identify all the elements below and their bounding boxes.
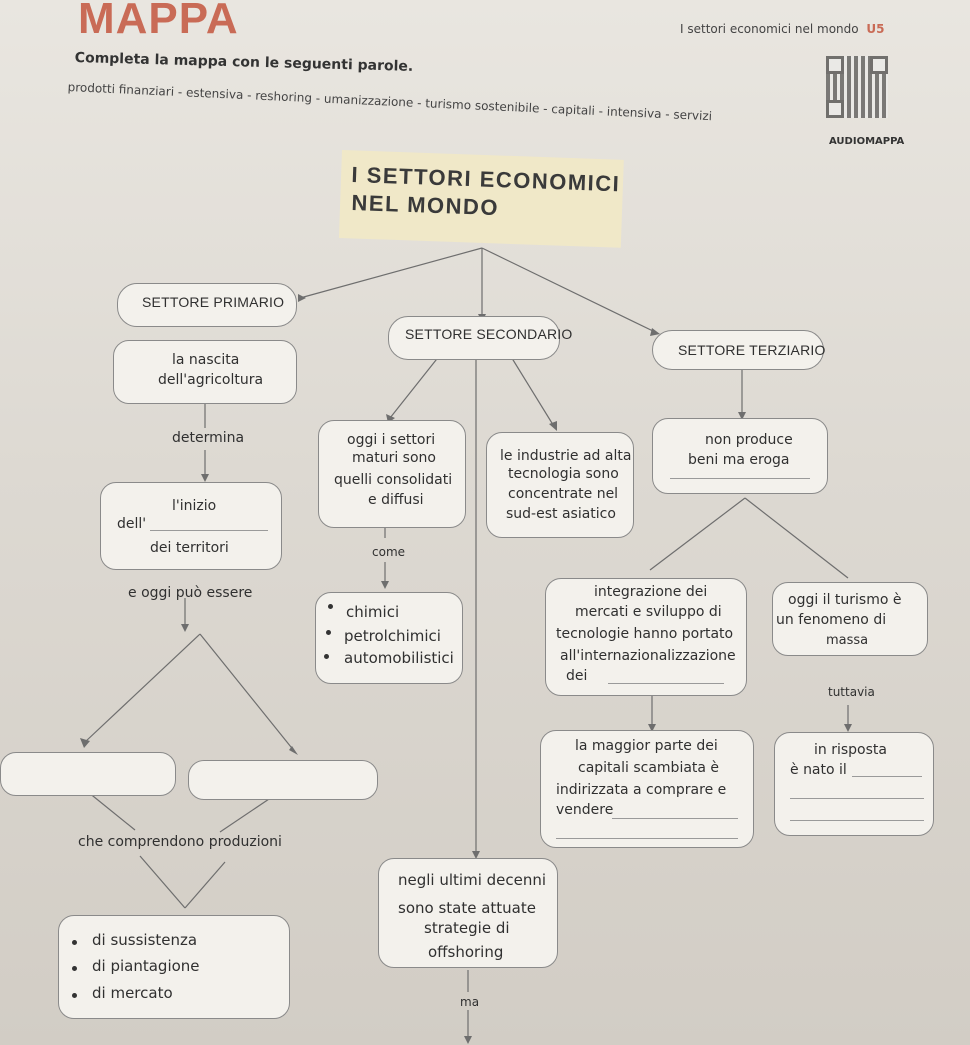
tertiary-header: SETTORE TERZIARIO xyxy=(678,342,826,358)
secondary-tech-line1: le industrie ad alta xyxy=(500,448,632,464)
section-label: I settori economici nel mondo U5 xyxy=(680,22,885,36)
production-sussistenza: di sussistenza xyxy=(92,931,198,949)
bullet-icon xyxy=(324,654,329,659)
industry-chimici: chimici xyxy=(346,603,400,621)
capitals-line4: vendere xyxy=(556,802,614,818)
primary-box-nascita-line1: la nascita xyxy=(172,352,240,368)
capitals-line1: la maggior parte dei xyxy=(575,738,718,754)
primary-box-inizio-line2: dell' xyxy=(117,516,147,532)
secondary-box-maturi xyxy=(318,420,466,528)
capitals-line2: capitali scambiata è xyxy=(578,760,720,776)
unit-badge: U5 xyxy=(866,22,885,36)
blank-tertiary-response-1[interactable] xyxy=(852,776,922,777)
secondary-box-decades xyxy=(378,858,558,968)
decades-line4: offshoring xyxy=(428,943,504,961)
primary-production-list xyxy=(58,915,290,1019)
integration-line4: all'internazionalizzazione xyxy=(560,648,736,664)
secondary-tech-line4: sud-est asiatico xyxy=(506,506,616,522)
mappa-logo: MAPPA xyxy=(78,0,239,43)
blank-tertiary-capitals-2[interactable] xyxy=(556,838,738,839)
tertiary-box-capitals xyxy=(540,730,754,848)
industry-petrolchimici: petrolchimici xyxy=(344,627,441,645)
primary-box-inizio-line1: l'inizio xyxy=(172,498,217,514)
industry-automobilistici: automobilistici xyxy=(344,649,454,667)
secondary-tech-line3: concentrate nel xyxy=(508,486,619,502)
primary-box-nascita xyxy=(113,340,297,404)
link-tuttavia: tuttavia xyxy=(828,685,875,699)
audiomappa-label: AUDIOMAPPA xyxy=(829,136,905,147)
bullet-icon xyxy=(72,993,77,998)
decades-line3: strategie di xyxy=(424,919,510,937)
blank-tertiary-integration[interactable] xyxy=(608,683,724,684)
section-title: I settori economici nel mondo xyxy=(680,22,859,36)
blank-primary-left[interactable] xyxy=(0,752,176,796)
integration-line5: dei xyxy=(566,668,588,684)
link-e-oggi: e oggi può essere xyxy=(128,585,253,601)
tertiary-box-tourism xyxy=(772,582,928,656)
blank-tertiary-capitals-1[interactable] xyxy=(612,818,738,819)
integration-line2: mercati e sviluppo di xyxy=(575,604,722,620)
map-title-line2: NEL MONDO xyxy=(351,190,500,221)
production-mercato: di mercato xyxy=(92,984,173,1002)
bullet-icon xyxy=(328,604,333,609)
bullet-icon xyxy=(72,940,77,945)
primary-header: SETTORE PRIMARIO xyxy=(142,294,285,310)
secondary-maturi-line4: e diffusi xyxy=(368,492,424,508)
production-piantagione: di piantagione xyxy=(92,957,200,975)
secondary-header-box xyxy=(388,316,560,360)
tertiary-header-box xyxy=(652,330,824,370)
blank-primary-inizio[interactable] xyxy=(150,530,268,531)
secondary-header: SETTORE SECONDARIO xyxy=(405,326,573,342)
integration-line3: tecnologie hanno portato xyxy=(556,626,734,642)
decades-line2: sono state attuate xyxy=(398,899,536,917)
tertiary-box-services xyxy=(652,418,828,494)
blank-tertiary-response-3[interactable] xyxy=(790,820,924,821)
response-line1: in risposta xyxy=(814,742,887,758)
tertiary-services-line2: beni ma eroga xyxy=(688,452,790,468)
link-che-comprendono: che comprendono produzioni xyxy=(78,834,282,850)
bullet-icon xyxy=(72,966,77,971)
tertiary-box-response xyxy=(774,732,934,836)
link-ma: ma xyxy=(460,995,480,1009)
response-line2: è nato il xyxy=(790,762,847,778)
secondary-industries-list xyxy=(315,592,463,684)
secondary-maturi-line3: quelli consolidati xyxy=(334,472,453,488)
secondary-maturi-line1: oggi i settori xyxy=(347,432,436,448)
primary-box-nascita-line2: dell'agricoltura xyxy=(158,372,264,388)
link-come: come xyxy=(372,545,406,559)
tertiary-box-integration xyxy=(545,578,747,696)
bullet-icon xyxy=(326,630,331,635)
primary-header-box xyxy=(117,283,297,327)
primary-box-inizio xyxy=(100,482,282,570)
tourism-line1: oggi il turismo è xyxy=(788,592,902,608)
tourism-line2: un fenomeno di xyxy=(776,612,887,628)
link-determina: determina xyxy=(172,430,245,446)
decades-line1: negli ultimi decenni xyxy=(398,871,547,889)
primary-box-inizio-line3: dei territori xyxy=(150,540,229,556)
blank-primary-right[interactable] xyxy=(188,760,378,800)
capitals-line3: indirizzata a comprare e xyxy=(556,782,727,798)
secondary-maturi-line2: maturi sono xyxy=(352,450,436,466)
tertiary-services-line1: non produce xyxy=(705,432,793,448)
secondary-tech-line2: tecnologia sono xyxy=(508,466,619,482)
qr-code-icon[interactable] xyxy=(826,56,888,118)
secondary-box-tech xyxy=(486,432,634,538)
blank-tertiary-services[interactable] xyxy=(670,478,810,479)
integration-line1: integrazione dei xyxy=(594,584,708,600)
blank-tertiary-response-2[interactable] xyxy=(790,798,924,799)
tourism-line3: massa xyxy=(826,633,869,648)
